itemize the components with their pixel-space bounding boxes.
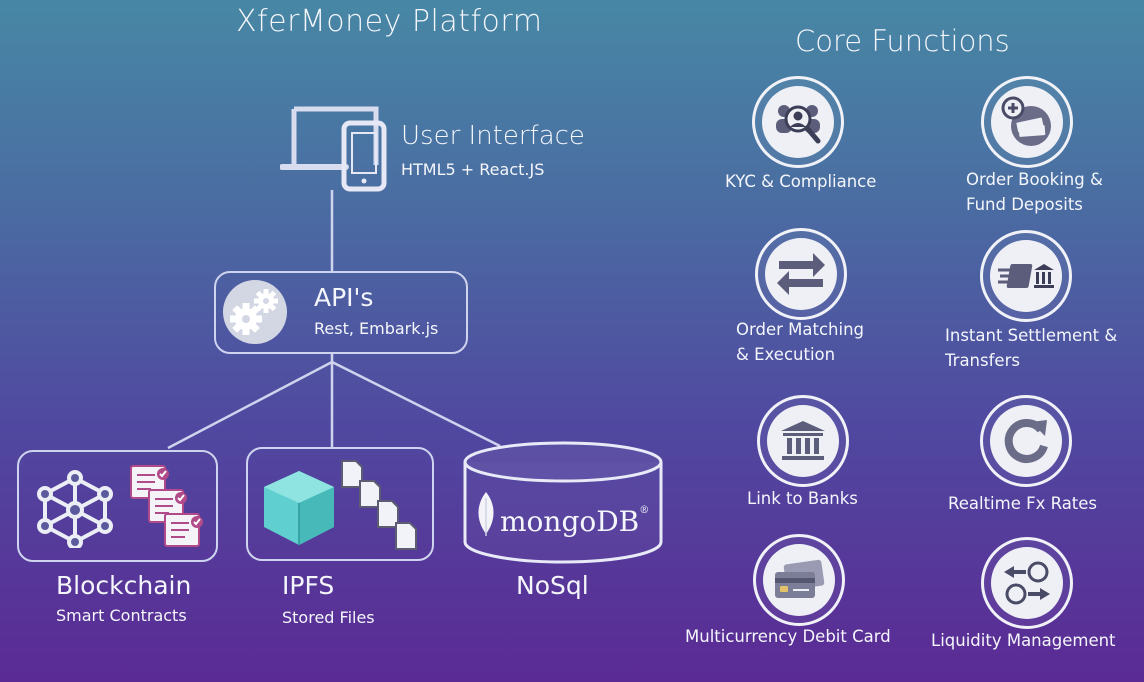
kyc-label: KYC & Compliance xyxy=(725,172,877,191)
leaf-icon xyxy=(478,492,494,536)
liquidity-label: Liquidity Management xyxy=(931,631,1116,650)
files-icon xyxy=(341,460,417,550)
instant-settlement-label-1: Instant Settlement & xyxy=(945,326,1118,345)
blockchain-subtitle: Smart Contracts xyxy=(56,606,187,625)
order-booking-label-1: Order Booking & xyxy=(966,170,1103,189)
mongodb-logo-text: mongoDB xyxy=(500,505,640,538)
api-title: API's xyxy=(314,283,374,312)
blockchain-box xyxy=(17,450,218,562)
ui-subtitle: HTML5 + React.JS xyxy=(401,160,545,179)
order-matching-circle xyxy=(755,228,847,320)
ui-title: User Interface xyxy=(401,121,585,151)
kyc-search-icon xyxy=(776,105,821,144)
devices-icon xyxy=(280,106,387,192)
bank-icon xyxy=(781,421,825,460)
fast-transfer-icon xyxy=(998,264,1054,288)
instant-settlement-label-2: Transfers xyxy=(945,351,1020,370)
order-booking-label-2: Fund Deposits xyxy=(966,195,1083,214)
api-subtitle: Rest, Embark.js xyxy=(314,319,439,338)
ipfs-subtitle: Stored Files xyxy=(282,608,375,627)
link-banks-circle xyxy=(757,395,849,487)
liquidity-circle xyxy=(981,537,1073,629)
kyc-circle xyxy=(752,76,844,168)
instant-settlement-circle xyxy=(980,230,1072,322)
cube-icon xyxy=(264,471,334,545)
platform-title: XferMoney Platform xyxy=(236,4,543,39)
debit-card-circle xyxy=(753,534,845,626)
ipfs-box xyxy=(246,447,434,561)
debit-card-label: Multicurrency Debit Card xyxy=(685,627,891,646)
fx-rates-label: Realtime Fx Rates xyxy=(948,494,1098,513)
refresh-icon xyxy=(1004,418,1048,463)
fx-rates-circle xyxy=(980,395,1072,487)
api-box: API's Rest, Embark.js xyxy=(214,271,468,354)
exchange-arrows-icon xyxy=(777,253,825,295)
mongodb-logo: mongoDB® xyxy=(500,505,649,538)
database-icon xyxy=(463,441,663,564)
gears-icon xyxy=(223,280,287,344)
link-banks-label: Link to Banks xyxy=(747,489,858,508)
money-add-icon xyxy=(1001,96,1051,146)
order-booking-circle xyxy=(981,76,1073,168)
network-icon xyxy=(37,470,113,548)
order-matching-label-2: & Execution xyxy=(736,345,836,364)
mongodb-logo-mark: ® xyxy=(639,505,650,516)
contracts-icon xyxy=(130,465,203,547)
order-matching-label-1: Order Matching xyxy=(736,320,864,339)
cards-icon xyxy=(775,559,825,598)
ipfs-title: IPFS xyxy=(282,571,335,600)
blockchain-title: Blockchain xyxy=(56,571,192,600)
coin-swap-icon xyxy=(1004,561,1050,605)
core-functions-title: Core Functions xyxy=(795,24,1010,58)
nosql-title: NoSql xyxy=(516,571,589,600)
